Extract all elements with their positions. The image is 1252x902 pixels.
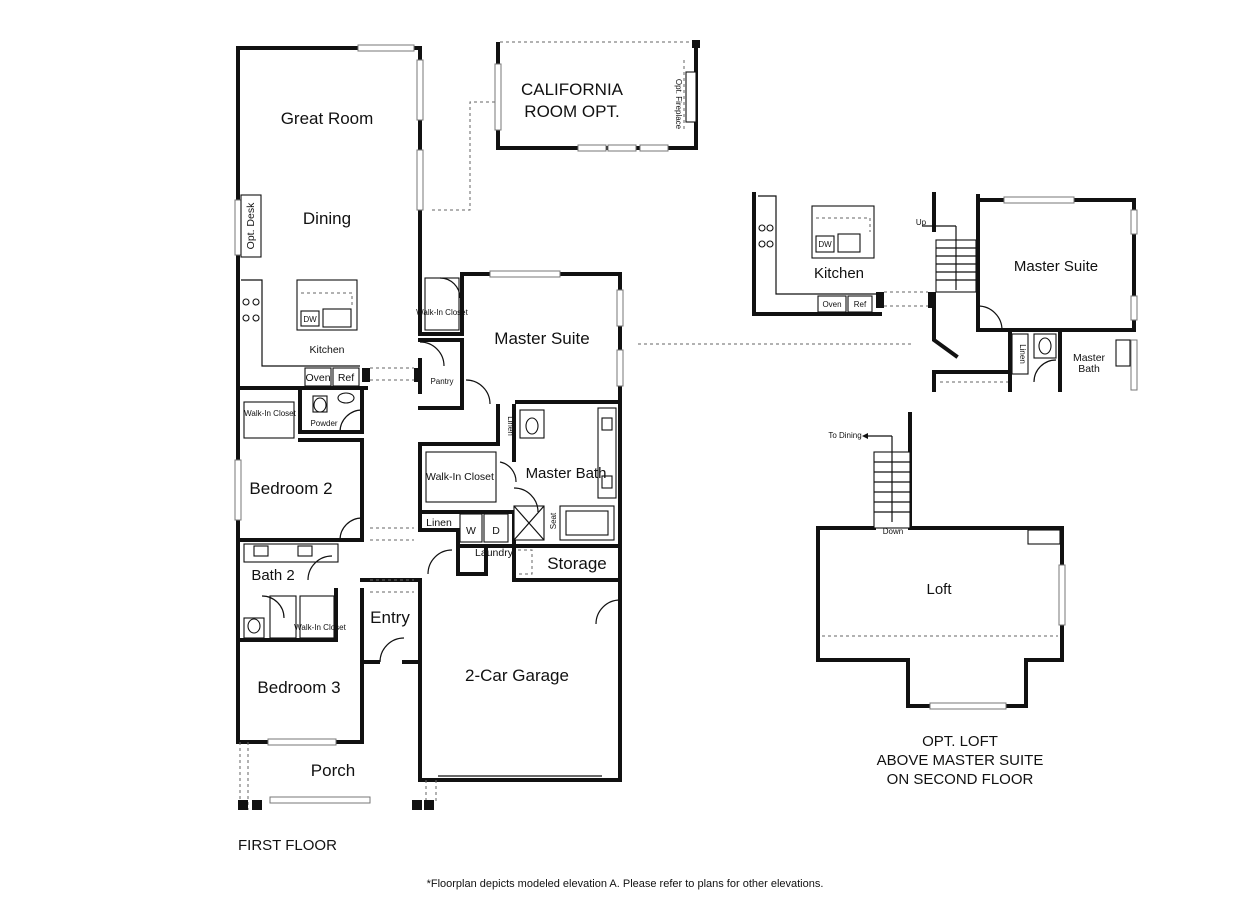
label-dw: DW <box>303 315 317 324</box>
inset-ref: Ref <box>854 300 867 309</box>
inset-master-bath-2: Bath <box>1078 363 1100 375</box>
label-walkin-bed3: Walk-In Closet <box>294 623 346 632</box>
inset-master-bath-1: Master <box>1073 352 1106 364</box>
label-porch: Porch <box>311 761 355 780</box>
california-room-plan <box>494 40 700 152</box>
label-washer: W <box>466 525 476 537</box>
loft-label: Loft <box>926 581 952 598</box>
loft-caption-1: OPT. LOFT <box>922 733 998 750</box>
label-powder: Powder <box>310 419 337 428</box>
label-master-suite: Master Suite <box>494 329 589 348</box>
label-opt-desk: Opt. Desk <box>245 202 257 249</box>
loft-to-dining: To Dining <box>828 431 861 440</box>
label-laundry: Laundry <box>475 547 514 559</box>
california-title-2: ROOM OPT. <box>524 102 619 121</box>
label-storage: Storage <box>547 554 607 573</box>
inset-master-suite: Master Suite <box>1014 258 1098 275</box>
label-seat: Seat <box>549 512 558 529</box>
label-linen-master: Linen <box>506 416 515 436</box>
upper-inset-plan <box>752 192 1138 392</box>
inset-linen: Linen <box>1018 344 1027 364</box>
inset-kitchen: Kitchen <box>814 265 864 282</box>
label-opt-fireplace: Opt. Fireplace <box>674 79 683 130</box>
label-walkin-closet: Walk-In Closet <box>426 471 494 483</box>
first-floor-plan <box>234 44 624 810</box>
label-garage: 2-Car Garage <box>465 666 569 685</box>
label-dryer: D <box>492 525 500 537</box>
california-title-1: CALIFORNIA <box>521 80 624 99</box>
footnote: *Floorplan depicts modeled elevation A. … <box>427 878 824 890</box>
loft-plan <box>816 412 1066 710</box>
inset-oven: Oven <box>822 300 841 309</box>
label-great-room: Great Room <box>281 109 374 128</box>
loft-down: Down <box>883 527 903 536</box>
loft-caption-3: ON SECOND FLOOR <box>887 771 1034 788</box>
label-kitchen: Kitchen <box>309 344 344 356</box>
label-ref: Ref <box>338 372 354 384</box>
label-linen-hall: Linen <box>426 517 452 529</box>
label-bath-2: Bath 2 <box>251 567 294 584</box>
label-pantry: Pantry <box>430 377 453 386</box>
label-master-bath: Master Bath <box>526 465 607 482</box>
label-dining: Dining <box>303 209 351 228</box>
label-bedroom-2: Bedroom 2 <box>249 479 332 498</box>
loft-caption-2: ABOVE MASTER SUITE <box>877 752 1044 769</box>
label-walkin-bed2: Walk-In Closet <box>244 409 296 418</box>
inset-up: Up <box>916 218 927 227</box>
inset-dw: DW <box>818 240 832 249</box>
label-oven: Oven <box>305 372 330 384</box>
first-floor-caption: FIRST FLOOR <box>238 837 337 854</box>
label-bedroom-3: Bedroom 3 <box>257 678 340 697</box>
label-entry: Entry <box>370 608 410 627</box>
label-walkin-master: Walk-In Closet <box>416 308 468 317</box>
